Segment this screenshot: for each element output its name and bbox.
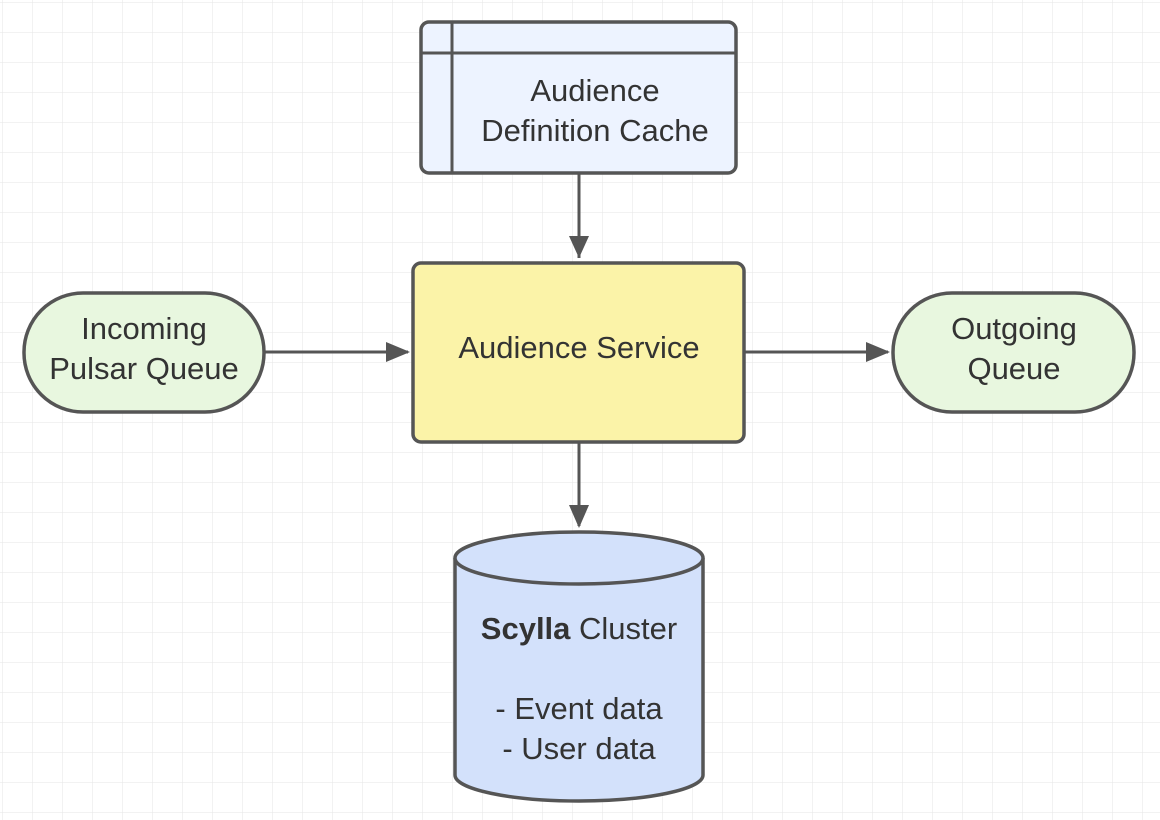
database-node[interactable]: Scylla Cluster - Event data - User data <box>453 530 705 803</box>
service-label: Audience Service <box>458 330 699 365</box>
incoming-queue-node[interactable]: Incoming Pulsar Queue <box>22 291 266 414</box>
outgoing-queue-body <box>891 291 1136 414</box>
database-title-bold: Scylla <box>481 611 571 646</box>
arrowhead-service-to-database <box>569 505 589 528</box>
database-body <box>453 558 705 803</box>
arrowhead-service-to-outgoing <box>866 342 890 362</box>
connectors <box>264 174 890 528</box>
cache-label-line2: Definition Cache <box>481 113 708 148</box>
database-top <box>453 530 705 586</box>
database-title: Scylla Cluster <box>481 611 677 646</box>
incoming-queue-body <box>22 291 266 414</box>
service-body <box>411 261 746 444</box>
incoming-label-line2: Pulsar Queue <box>49 351 239 386</box>
outgoing-queue-node[interactable]: Outgoing Queue <box>891 291 1136 414</box>
cache-node[interactable]: Audience Definition Cache <box>419 20 738 175</box>
arrowhead-cache-to-service <box>569 236 589 258</box>
incoming-label-line1: Incoming <box>81 311 207 346</box>
cache-label-line1: Audience <box>530 73 659 108</box>
service-node[interactable]: Audience Service <box>411 261 746 444</box>
database-item-event-data: - Event data <box>495 691 663 726</box>
database-item-user-data: - User data <box>502 731 656 766</box>
database-title-rest: Cluster <box>570 611 677 646</box>
outgoing-label-line1: Outgoing <box>951 311 1077 346</box>
arrowhead-incoming-to-service <box>386 342 410 362</box>
cache-body <box>419 20 738 175</box>
outgoing-label-line2: Queue <box>967 351 1060 386</box>
